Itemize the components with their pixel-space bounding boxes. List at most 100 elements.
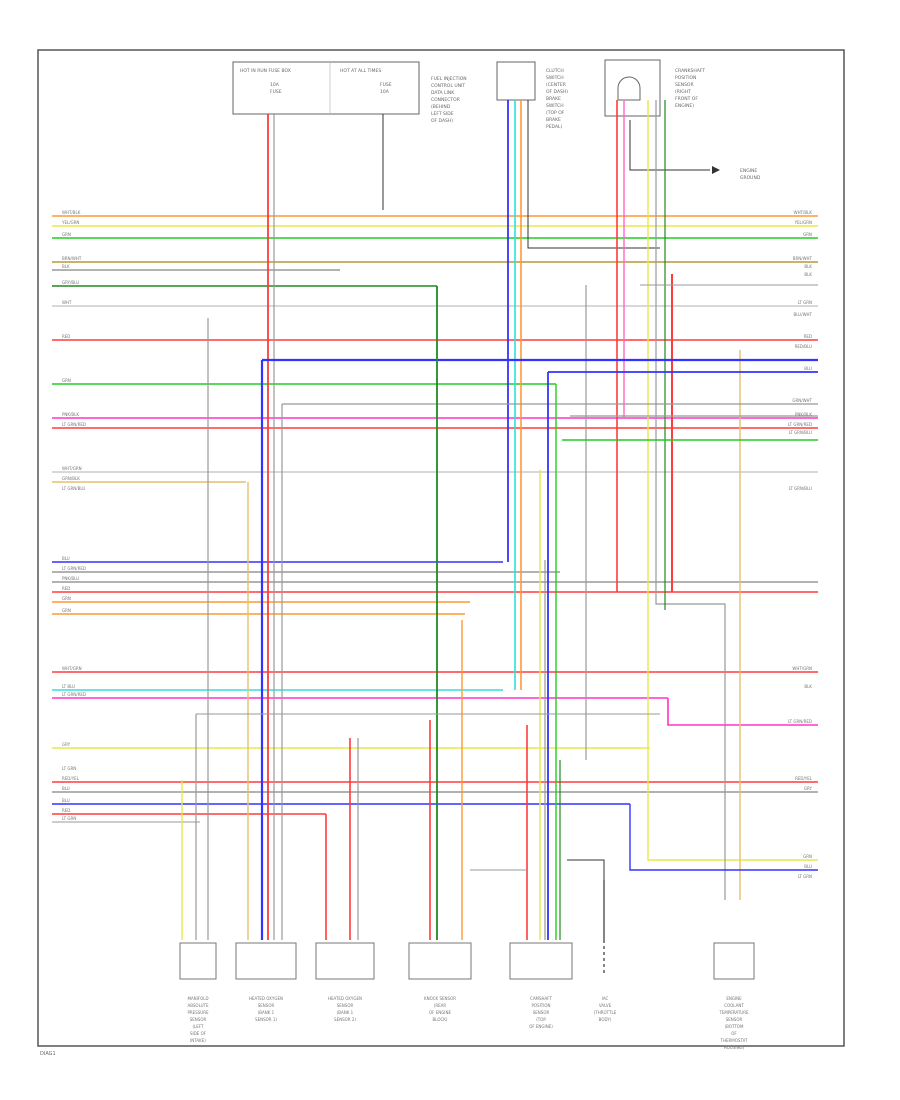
bottom-component-label: OF ENGINE) xyxy=(529,1024,553,1029)
right-wire-label: BLK xyxy=(804,264,812,269)
right-wire-label: BLU xyxy=(804,366,812,371)
fuse-box-left-line2: 10A xyxy=(270,82,280,88)
bottom-component-label: POSITION xyxy=(531,1003,550,1008)
right-wire-label: LT GRN xyxy=(798,300,812,305)
left-wire-label: BLU xyxy=(62,798,70,803)
bottom-component-label: HEATED OXYGEN xyxy=(328,996,362,1001)
bottom-component-label: (LEFT xyxy=(193,1024,205,1029)
relay-label-line: LEFT SIDE xyxy=(431,111,454,117)
sensor-label-line: FRONT OF xyxy=(675,96,698,102)
relay-label-line: CONTROL UNIT xyxy=(431,83,465,89)
relay-label-line: OF DASH) xyxy=(431,118,453,124)
fuse-box-right-line2: FUSE xyxy=(380,82,392,88)
bottom-component-label: HEATED OXYGEN xyxy=(249,996,283,1001)
switch-label-line: PEDAL) xyxy=(546,124,563,130)
bottom-component-label: SENSOR 1) xyxy=(255,1017,277,1022)
bottom-component-label: SENSOR xyxy=(258,1003,275,1008)
left-wire-label: LT GRN/RED xyxy=(62,566,86,571)
page-code: DIAG1 xyxy=(40,1051,56,1057)
ground-arrow xyxy=(712,166,720,174)
left-wire-label: LT GRN/RED xyxy=(62,692,86,697)
left-wire-label: LT BLU xyxy=(62,684,75,689)
crankshaft-sensor-component xyxy=(604,59,661,117)
diagram-frame xyxy=(37,49,845,1047)
left-wire-labels: WHT/BLKYEL/GRNGRNBRN/WHTBLKGRY/BLUWHTRED… xyxy=(61,210,86,821)
left-wire-label: BLU xyxy=(62,786,70,791)
wire-path xyxy=(567,859,605,940)
ground-label-line: ENGINE xyxy=(740,168,757,174)
bottom-component-label: OF ENGINE xyxy=(429,1010,452,1015)
switch-label-line: BRAKE xyxy=(546,96,561,102)
component-box xyxy=(235,942,297,980)
bottom-component-label: (BOTTOM xyxy=(725,1024,744,1029)
bottom-component-label: SIDE OF xyxy=(190,1031,207,1036)
left-wire-label: LT GRN/RED xyxy=(62,422,86,427)
bottom-component-label: PRESSURE xyxy=(187,1010,209,1015)
wire-path xyxy=(667,698,818,726)
right-wire-label: LT GRN/RED xyxy=(788,422,812,427)
component-box xyxy=(408,942,472,980)
bottom-component-label: (THROTTLE xyxy=(594,1010,617,1015)
left-wire-label: RED/YEL xyxy=(62,776,80,781)
right-wire-label: GRN xyxy=(803,232,812,237)
right-wire-label: PNK/BLK xyxy=(795,412,812,417)
right-wire-label: BLU/WHT xyxy=(794,312,813,317)
fuse-box-left-line3: FUSE xyxy=(270,89,282,95)
right-wire-label: RED/YEL xyxy=(795,776,813,781)
relay-label-line: FUEL INJECTION xyxy=(431,76,467,82)
bottom-component-label: (REAR xyxy=(434,1003,447,1008)
bottom-component-label: ABSOLUTE xyxy=(187,1003,208,1008)
right-wire-label: GRN xyxy=(803,854,812,859)
switch-label-line: CLUTCH xyxy=(546,68,564,74)
wire-path xyxy=(629,804,818,871)
wire-path xyxy=(629,120,710,171)
bottom-component-label: HOUSING) xyxy=(724,1045,745,1050)
relay-label-line: DATA LINK xyxy=(431,90,455,96)
wire-path xyxy=(647,100,818,861)
component-box xyxy=(315,942,375,980)
right-wire-label: RED xyxy=(804,334,812,339)
right-wire-label: BLU xyxy=(804,864,812,869)
left-wire-label: BRN/WHT xyxy=(62,256,82,261)
switch-label-line: (CENTER xyxy=(546,82,566,88)
bottom-component-label: INTAKE) xyxy=(190,1038,206,1043)
left-wire-label: RED xyxy=(62,586,70,591)
right-wire-label: BLK xyxy=(804,272,812,277)
wire-layer xyxy=(52,100,818,940)
bottom-component-label: THERMOSTAT xyxy=(720,1038,748,1043)
fuse-box-right-title: HOT AT ALL TIMES xyxy=(340,68,381,74)
right-wire-label: LT GRN/RED xyxy=(788,719,812,724)
ground-label-line: GROUND xyxy=(740,175,761,181)
left-wire-label: PNK/BLU xyxy=(62,576,79,581)
wire-path xyxy=(655,100,726,900)
left-wire-label: BLK xyxy=(62,264,70,269)
switch-label-line: BRAKE xyxy=(546,117,561,123)
right-wire-label: GRY xyxy=(804,786,813,791)
right-wire-label: BRN/WHT xyxy=(793,256,813,261)
bottom-component-label: COOLANT xyxy=(724,1003,744,1008)
bottom-component-label: BLOCK) xyxy=(433,1017,448,1022)
bottom-component: KNOCK SENSOR (REAR OF ENGINE BLOCK) xyxy=(408,942,472,1022)
bottom-component-label: SENSOR xyxy=(190,1017,207,1022)
left-wire-label: GRN xyxy=(62,608,71,613)
bottom-component-label: KNOCK SENSOR xyxy=(424,996,456,1001)
bottom-component: ENGINECOOLANTTEMPERATURESENSOR(BOTTOMOFT… xyxy=(713,942,755,1050)
bottom-component-label: SENSOR xyxy=(533,1010,550,1015)
fuse-box-right-line3: 10A xyxy=(380,89,390,95)
bottom-component-label: VALVE xyxy=(599,1003,612,1008)
sensor-label-line: (RIGHT xyxy=(675,89,691,95)
left-wire-label: GRN xyxy=(62,596,71,601)
left-wire-label: GRY/BLU xyxy=(62,280,79,285)
bottom-component: MANIFOLD ABSOLUTE PRESSURE SENSOR (LEFT SIDE … xyxy=(179,942,217,1043)
right-wire-label: GRN/WHT xyxy=(792,398,812,403)
left-wire-label: GRY xyxy=(62,742,71,747)
bottom-component-label: MANIFOLD xyxy=(187,996,208,1001)
left-wire-label: PNK/BLK xyxy=(62,412,79,417)
bottom-component-label: (TOP xyxy=(536,1017,546,1022)
bottom-component-label: BODY) xyxy=(599,1017,612,1022)
